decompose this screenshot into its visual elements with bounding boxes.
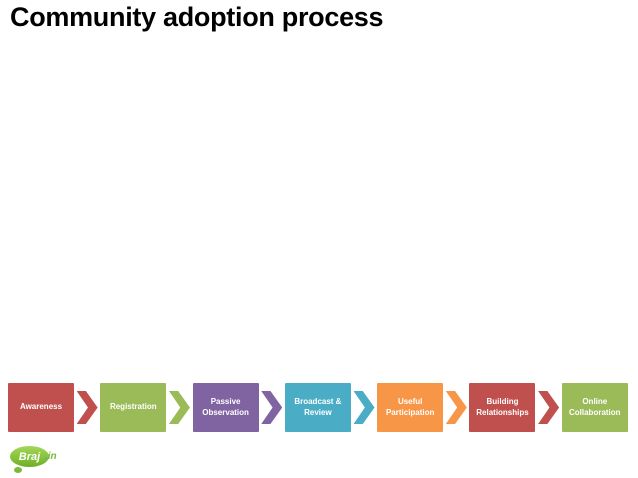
chevron-gap bbox=[166, 383, 192, 432]
chevron-right-icon bbox=[168, 391, 190, 424]
chevron-right-icon bbox=[76, 391, 98, 424]
chevron-right-icon bbox=[261, 391, 283, 424]
logo-bubble-tail-icon bbox=[14, 467, 22, 473]
chevron-gap bbox=[74, 383, 100, 432]
chevron-right-icon bbox=[353, 391, 375, 424]
logo-suffix: .in bbox=[45, 451, 57, 462]
page-title: Community adoption process bbox=[10, 2, 384, 32]
process-step: Building Relationships bbox=[469, 383, 536, 432]
process-step: Awareness bbox=[8, 383, 74, 432]
logo-dot: . bbox=[45, 451, 48, 462]
process-step: Broadcast & Review bbox=[284, 383, 351, 432]
process-step: Registration bbox=[100, 383, 167, 432]
chevron-gap bbox=[443, 383, 469, 432]
process-flow: Awareness Registration Passive Observation… bbox=[8, 383, 628, 432]
logo-speech-bubble: Braj bbox=[10, 446, 49, 467]
process-step: Passive Observation bbox=[192, 383, 259, 432]
chevron-gap bbox=[535, 383, 561, 432]
chevron-gap bbox=[259, 383, 285, 432]
chevron-right-icon bbox=[538, 391, 560, 424]
process-step: Online Collaboration bbox=[561, 383, 628, 432]
logo-suffix-text: in bbox=[47, 451, 57, 462]
chevron-right-icon bbox=[445, 391, 467, 424]
logo-bubble-text: Braj bbox=[18, 450, 41, 463]
process-step: Useful Participation bbox=[377, 383, 444, 432]
brajin-logo: Braj .in bbox=[8, 443, 72, 477]
chevron-gap bbox=[351, 383, 377, 432]
